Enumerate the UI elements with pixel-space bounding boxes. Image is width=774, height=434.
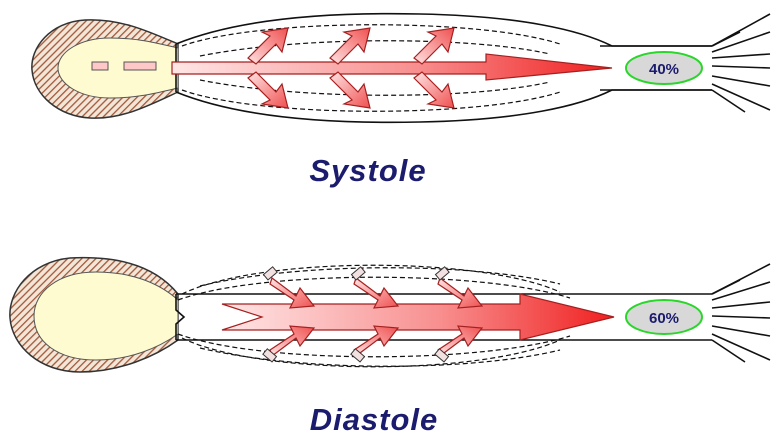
systole-percent-label: 40%	[649, 61, 679, 78]
systole-chevron-down-icon	[248, 72, 288, 108]
systole-chevron-down-icon	[330, 72, 370, 108]
systole-flow-arrow-icon	[172, 54, 612, 80]
systole-chevron-up-icon	[330, 28, 370, 64]
systole-chevron-up-icon	[248, 28, 288, 64]
systole-stub-block-1	[92, 62, 108, 70]
diastole-flow-arrow-icon	[222, 294, 614, 340]
systole-stub-block-2	[124, 62, 156, 70]
systole-chevron-arrows	[248, 28, 454, 64]
systole-percent-badge: 40%	[626, 52, 702, 84]
diastole-percent-label: 60%	[649, 310, 679, 327]
systole-chevron-down-icon	[414, 72, 454, 108]
systole-chevron-up-icon	[414, 28, 454, 64]
systole-outflow-branches-icon	[712, 14, 770, 112]
diastole-outflow-branches-icon	[712, 264, 770, 362]
systole-caption: Systole	[309, 153, 426, 188]
diastole-caption: Diastole	[310, 402, 439, 434]
diastole-heart-chamber	[34, 272, 178, 360]
diastole-percent-badge: 60%	[626, 300, 702, 334]
systole-heart-chamber	[58, 38, 178, 98]
systole-diagram: 40% Systole	[32, 14, 770, 188]
diastole-heart	[10, 258, 178, 372]
diastole-diagram: 60% Diastole	[10, 258, 770, 434]
